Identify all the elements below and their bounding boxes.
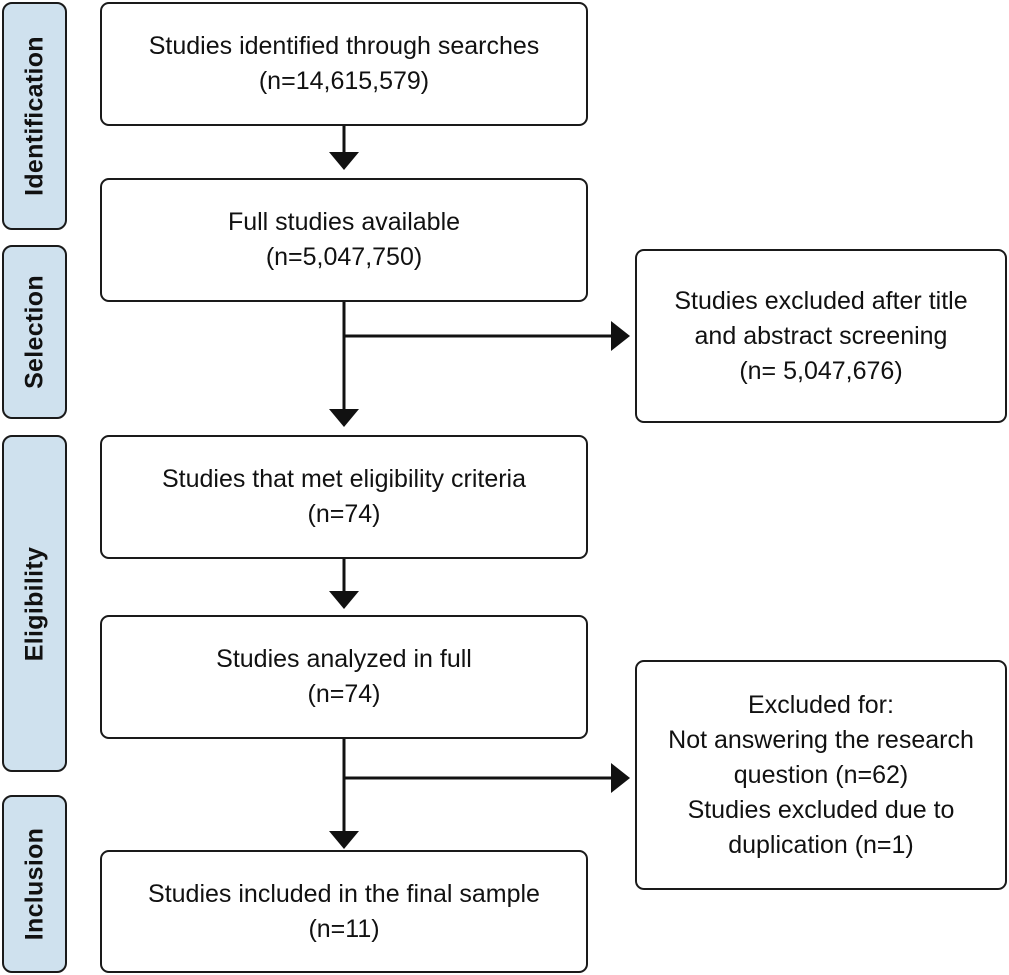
box-excluded-screening: Studies excluded after title and abstrac… — [635, 249, 1007, 423]
box-studies-identified: Studies identified through searches (n=1… — [100, 2, 588, 126]
box-excluded-for-reason2-a: Studies excluded due to — [687, 795, 955, 824]
box-included-final-sample: Studies included in the final sample (n=… — [100, 850, 588, 973]
box-full-studies-available-title: Full studies available — [227, 208, 461, 236]
box-included-final-sample-title: Studies included in the final sample — [148, 879, 540, 908]
box-met-eligibility-count: (n=74) — [307, 500, 381, 528]
stage-identification: Identification — [2, 2, 67, 230]
box-full-studies-available-count: (n=5,047,750) — [265, 243, 423, 271]
box-excluded-for: Excluded for: Not answering the research… — [635, 660, 1007, 890]
box-studies-identified-title: Studies identified through searches — [148, 32, 540, 60]
arrowhead-to-eligibility — [329, 409, 359, 427]
box-met-eligibility: Studies that met eligibility criteria (n… — [100, 435, 588, 559]
box-excluded-for-heading: Excluded for: — [748, 690, 894, 719]
box-analyzed-in-full-title: Studies analyzed in full — [216, 645, 472, 673]
arrowhead-to-screening — [611, 321, 630, 351]
box-met-eligibility-title: Studies that met eligibility criteria — [161, 465, 527, 493]
box-analyzed-in-full-count: (n=74) — [307, 680, 381, 708]
arrowhead-to-included — [329, 831, 359, 849]
box-excluded-screening-count: (n= 5,047,676) — [739, 356, 903, 385]
box-excluded-screening-line2: and abstract screening — [694, 321, 948, 350]
box-analyzed-in-full: Studies analyzed in full (n=74) — [100, 615, 588, 739]
stage-inclusion: Inclusion — [2, 795, 67, 973]
box-excluded-screening-line1: Studies excluded after title — [674, 286, 968, 315]
box-included-final-sample-count: (n=11) — [308, 914, 380, 943]
stage-eligibility: Eligibility — [2, 435, 67, 772]
box-excluded-for-reason1-b: question (n=62) — [733, 760, 909, 789]
box-full-studies-available: Full studies available (n=5,047,750) — [100, 178, 588, 302]
stage-selection: Selection — [2, 245, 67, 419]
arrowhead-to-full — [329, 152, 359, 170]
box-excluded-for-reason1-a: Not answering the research — [668, 725, 974, 754]
arrowhead-to-analyzed — [329, 591, 359, 609]
box-excluded-for-reason2-b: duplication (n=1) — [728, 830, 914, 859]
arrowhead-to-excluded — [611, 763, 630, 793]
box-studies-identified-count: (n=14,615,579) — [258, 67, 430, 95]
